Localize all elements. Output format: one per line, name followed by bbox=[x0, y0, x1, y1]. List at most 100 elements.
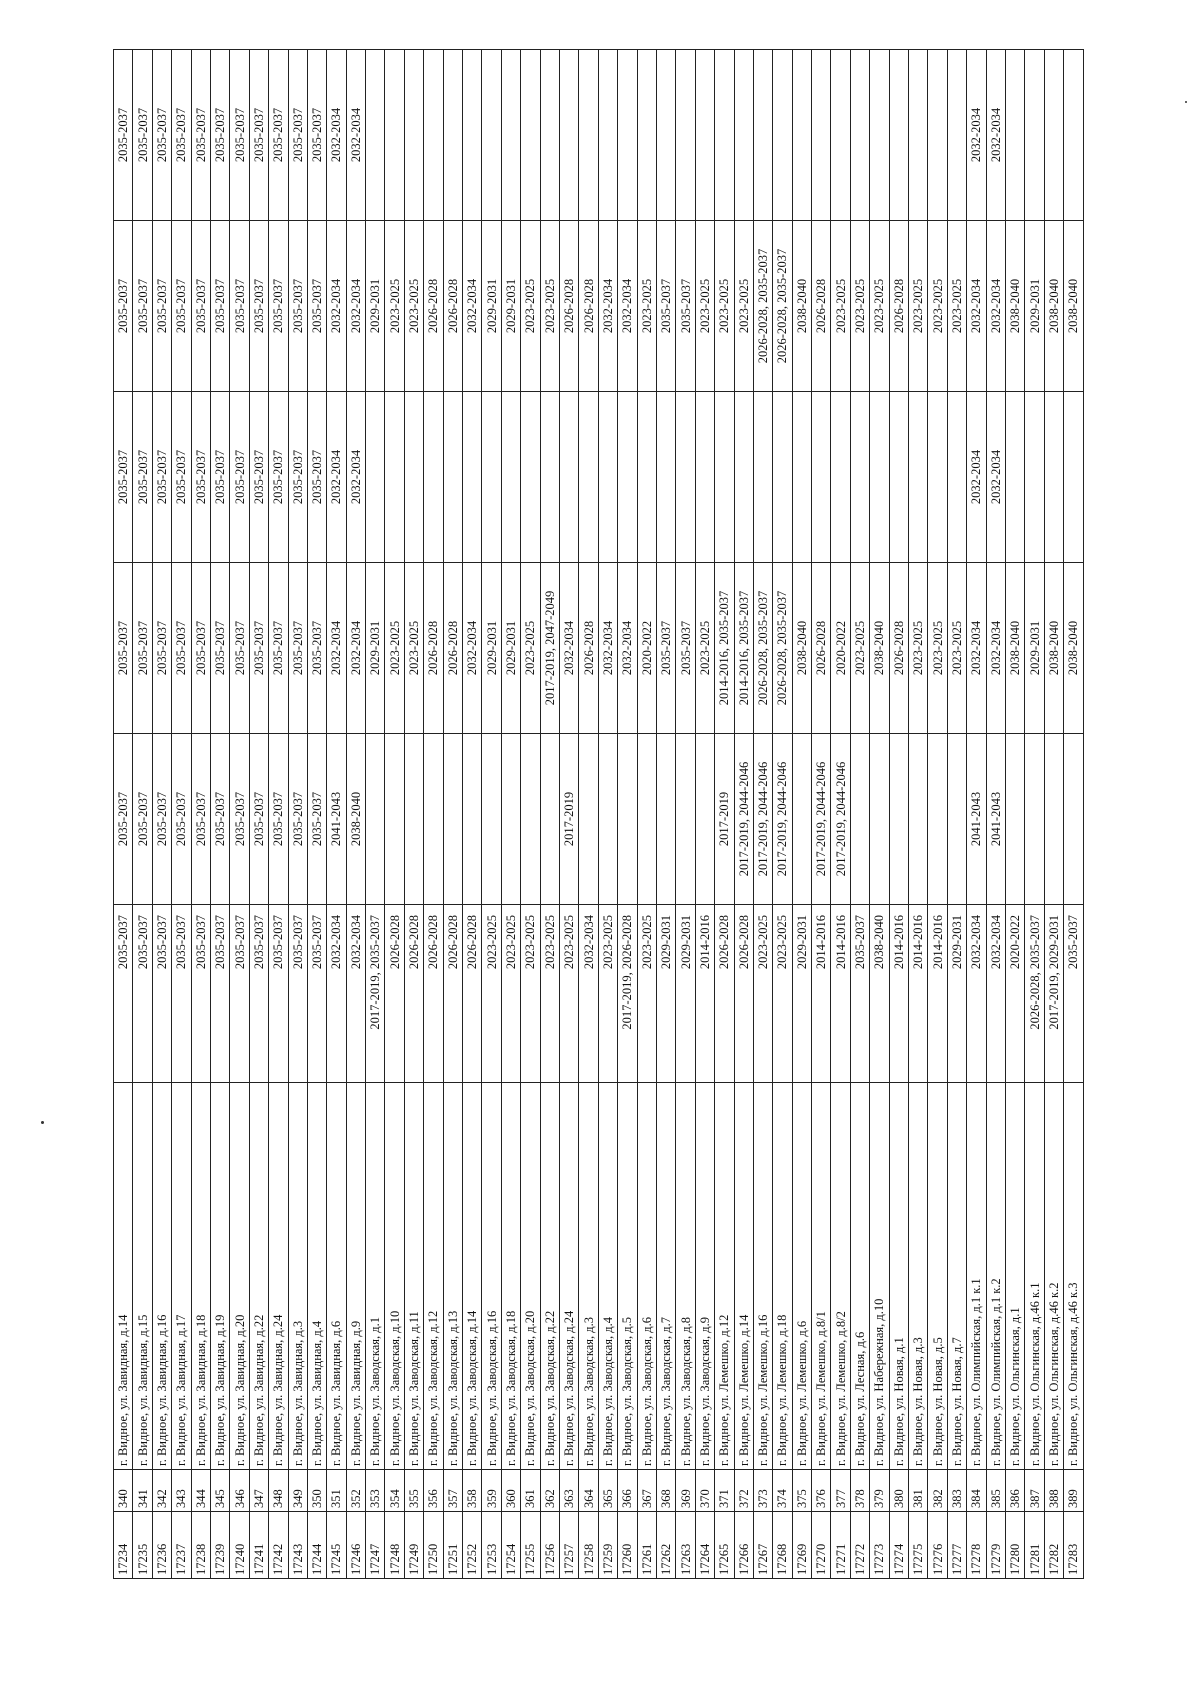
cell-period-6: 2035-2037 bbox=[210, 49, 230, 221]
cell-row-number: 349 bbox=[288, 1469, 308, 1512]
cell-period-5: 2032-2034 bbox=[986, 220, 1006, 392]
cell-period-3: 2035-2037 bbox=[171, 562, 192, 734]
cell-row-number: 353 bbox=[365, 1469, 385, 1512]
cell-address: г. Видное, ул. Заводская, д.7 bbox=[656, 1082, 676, 1470]
cell-address: г. Видное, ул. Ольгинская, д.1 bbox=[1005, 1082, 1025, 1470]
cell-period-6: 2035-2037 bbox=[113, 49, 133, 221]
cell-period-4: 2035-2037 bbox=[288, 391, 308, 563]
cell-period-2 bbox=[637, 733, 657, 905]
cell-period-4 bbox=[772, 391, 793, 563]
cell-row-number: 375 bbox=[792, 1469, 812, 1512]
cell-period-4: 2035-2037 bbox=[171, 391, 192, 563]
cell-address: г. Видное, ул. Новая, д.7 bbox=[947, 1082, 967, 1470]
cell-address: г. Видное, ул. Заводская, д.6 bbox=[637, 1082, 657, 1470]
cell-address: г. Видное, ул. Завидная, д.14 bbox=[113, 1082, 133, 1470]
cell-address: г. Видное, ул. Заводская, д.11 bbox=[404, 1082, 424, 1470]
cell-period-2: 2035-2037 bbox=[171, 733, 192, 905]
cell-period-4 bbox=[462, 391, 482, 563]
cell-period-3: 2026-2028, 2035-2037 bbox=[772, 562, 793, 734]
cell-period-5: 2032-2034 bbox=[966, 220, 987, 392]
cell-row-number: 350 bbox=[307, 1469, 327, 1512]
scan-speck bbox=[1185, 101, 1187, 103]
cell-address: г. Видное, ул. Завидная, д.22 bbox=[249, 1082, 269, 1470]
cell-period-6 bbox=[501, 49, 521, 221]
cell-address: г. Видное, ул. Заводская, д.12 bbox=[423, 1082, 444, 1470]
cell-address: г. Видное, ул. Новая, д.1 bbox=[889, 1082, 909, 1470]
cell-period-6: 2035-2037 bbox=[307, 49, 327, 221]
cell-period-2: 2017-2019, 2044-2046 bbox=[830, 733, 851, 905]
cell-period-3: 2023-2025 bbox=[908, 562, 928, 734]
cell-period-1: 2035-2037 bbox=[268, 904, 289, 1083]
cell-period-5: 2023-2025 bbox=[908, 220, 928, 392]
cell-period-3: 2032-2034 bbox=[986, 562, 1006, 734]
cell-period-5: 2032-2034 bbox=[462, 220, 482, 392]
cell-period-6 bbox=[792, 49, 812, 221]
cell-period-1: 2035-2037 bbox=[850, 904, 870, 1083]
cell-period-4: 2035-2037 bbox=[113, 391, 133, 563]
cell-address: г. Видное, ул. Заводская, д.8 bbox=[675, 1082, 696, 1470]
cell-period-5: 2023-2025 bbox=[404, 220, 424, 392]
cell-period-6 bbox=[656, 49, 676, 221]
cell-period-1: 2023-2025 bbox=[772, 904, 793, 1083]
cell-period-3: 2023-2025 bbox=[384, 562, 405, 734]
cell-address: г. Видное, ул. Завидная, д.17 bbox=[171, 1082, 192, 1470]
cell-period-3: 2032-2034 bbox=[598, 562, 618, 734]
cell-row-number: 345 bbox=[210, 1469, 230, 1512]
cell-record-id: 17261 bbox=[637, 1511, 657, 1579]
cell-period-2: 2038-2040 bbox=[346, 733, 366, 905]
scan-speck bbox=[41, 1121, 44, 1124]
cell-period-3: 2038-2040 bbox=[1063, 562, 1084, 734]
cell-period-4 bbox=[695, 391, 715, 563]
cell-period-4 bbox=[850, 391, 870, 563]
cell-row-number: 388 bbox=[1044, 1469, 1064, 1512]
cell-period-5: 2035-2037 bbox=[229, 220, 250, 392]
cell-address: г. Видное, ул. Лемешко, д.18 bbox=[772, 1082, 793, 1470]
cell-address: г. Видное, ул. Олимпийская, д.1 к.1 bbox=[966, 1082, 987, 1470]
cell-period-1: 2026-2028 bbox=[714, 904, 734, 1083]
cell-period-5: 2035-2037 bbox=[249, 220, 269, 392]
cell-address: г. Видное, ул. Завидная, д.24 bbox=[268, 1082, 289, 1470]
cell-record-id: 17248 bbox=[384, 1511, 405, 1579]
cell-period-5: 2026-2028 bbox=[578, 220, 599, 392]
cell-period-1: 2035-2037 bbox=[191, 904, 211, 1083]
cell-period-2 bbox=[598, 733, 618, 905]
cell-record-id: 17253 bbox=[481, 1511, 502, 1579]
cell-period-3: 2020-2022 bbox=[637, 562, 657, 734]
cell-period-4 bbox=[1005, 391, 1025, 563]
cell-address: г. Видное, ул. Завидная, д.19 bbox=[210, 1082, 230, 1470]
cell-period-6 bbox=[365, 49, 385, 221]
cell-period-2 bbox=[462, 733, 482, 905]
cell-address: г. Видное, ул. Заводская, д.24 bbox=[559, 1082, 579, 1470]
cell-period-2 bbox=[578, 733, 599, 905]
cell-period-4 bbox=[714, 391, 734, 563]
cell-period-6 bbox=[443, 49, 463, 221]
cell-address: г. Видное, ул. Заводская, д.5 bbox=[617, 1082, 638, 1470]
cell-record-id: 17258 bbox=[578, 1511, 599, 1579]
cell-period-3: 2014-2016, 2035-2037 bbox=[734, 562, 754, 734]
cell-period-6 bbox=[830, 49, 851, 221]
cell-address: г. Видное, ул. Завидная, д.15 bbox=[132, 1082, 153, 1470]
cell-period-3: 2032-2034 bbox=[462, 562, 482, 734]
cell-address: г. Видное, ул. Завидная, д.20 bbox=[229, 1082, 250, 1470]
cell-row-number: 354 bbox=[384, 1469, 405, 1512]
cell-period-4 bbox=[792, 391, 812, 563]
cell-period-4 bbox=[656, 391, 676, 563]
cell-period-4: 2032-2034 bbox=[326, 391, 347, 563]
cell-row-number: 348 bbox=[268, 1469, 289, 1512]
cell-record-id: 17281 bbox=[1024, 1511, 1045, 1579]
cell-period-2 bbox=[1063, 733, 1084, 905]
cell-period-5: 2023-2025 bbox=[714, 220, 734, 392]
cell-period-2: 2035-2037 bbox=[268, 733, 289, 905]
cell-period-2 bbox=[365, 733, 385, 905]
cell-period-3: 2032-2034 bbox=[346, 562, 366, 734]
